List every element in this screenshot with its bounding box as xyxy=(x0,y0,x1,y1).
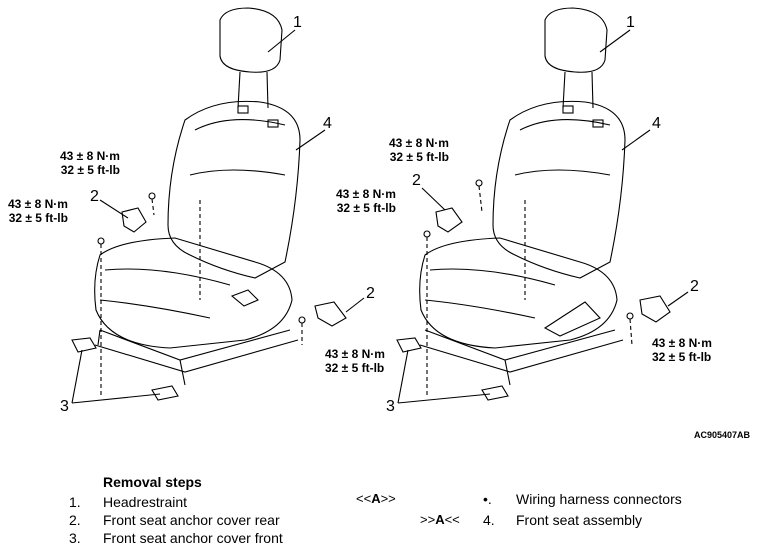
callout-2-left-a: 2 xyxy=(90,188,99,205)
step-number: •. xyxy=(483,491,492,507)
callout-3-right: 3 xyxy=(386,398,395,415)
callout-1-left: 1 xyxy=(293,14,302,31)
procedure-mark: >>A<< xyxy=(420,512,460,527)
callout-2-left-b: 2 xyxy=(366,285,375,302)
removal-steps-title: Removal steps xyxy=(103,474,202,490)
torque-spec: 43 ± 8 N·m 32 ± 5 ft-lb xyxy=(389,136,449,164)
right-anchor-cover-front-1 xyxy=(396,337,422,353)
step-label: Front seat anchor cover front xyxy=(103,530,283,546)
torque-ftlb: 32 ± 5 ft-lb xyxy=(325,361,385,375)
left-headrestraint xyxy=(219,7,283,73)
torque-nm: 43 ± 8 N·m xyxy=(652,336,712,350)
step-number: 2. xyxy=(69,512,81,528)
seat-removal-diagram xyxy=(71,7,689,404)
torque-spec: 43 ± 8 N·m 32 ± 5 ft-lb xyxy=(60,149,120,177)
right-seat xyxy=(396,7,689,404)
torque-ftlb: 32 ± 5 ft-lb xyxy=(60,163,120,177)
mark-letter: A xyxy=(371,491,381,506)
step-number: 4. xyxy=(483,512,495,528)
step-label: Wiring harness connectors xyxy=(516,491,682,507)
callout-1-right: 1 xyxy=(626,14,635,31)
torque-spec: 43 ± 8 N·m 32 ± 5 ft-lb xyxy=(336,187,396,215)
torque-spec: 43 ± 8 N·m 32 ± 5 ft-lb xyxy=(8,197,68,225)
step-label: Front seat assembly xyxy=(516,512,643,528)
figure-code: AC905407AB xyxy=(694,430,751,440)
callout-3-left: 3 xyxy=(60,398,69,415)
step-label: Headrestraint xyxy=(103,494,188,510)
torque-nm: 43 ± 8 N·m xyxy=(8,197,68,211)
right-anchor-cover-rear-2 xyxy=(639,295,671,323)
right-cushion xyxy=(419,237,618,349)
mark-suffix: >> xyxy=(380,491,396,506)
left-anchor-cover-front-1 xyxy=(71,337,97,353)
right-headrestraint xyxy=(544,7,608,73)
procedure-mark: <<A>> xyxy=(356,491,396,506)
torque-spec: 43 ± 8 N·m 32 ± 5 ft-lb xyxy=(652,336,712,364)
callout-4-left: 4 xyxy=(323,115,332,132)
left-seat xyxy=(71,7,365,404)
step-label: Front seat anchor cover rear xyxy=(103,512,280,528)
torque-ftlb: 32 ± 5 ft-lb xyxy=(389,150,449,164)
right-anchor-cover-rear-1 xyxy=(435,207,463,233)
torque-nm: 43 ± 8 N·m xyxy=(389,136,449,150)
torque-nm: 43 ± 8 N·m xyxy=(336,187,396,201)
callout-4-right: 4 xyxy=(652,115,661,132)
torque-nm: 43 ± 8 N·m xyxy=(325,347,385,361)
left-anchor-cover-rear-1 xyxy=(121,207,147,233)
right-anchor-cover-front-2 xyxy=(481,385,509,401)
mark-suffix: << xyxy=(444,512,460,527)
left-seatback xyxy=(167,100,301,279)
torque-ftlb: 32 ± 5 ft-lb xyxy=(652,350,712,364)
step-number: 1. xyxy=(69,494,81,510)
left-cushion xyxy=(94,237,293,349)
callout-2-right-b: 2 xyxy=(690,278,699,295)
mark-prefix: >> xyxy=(420,512,436,527)
callout-2-right-a: 2 xyxy=(412,172,421,189)
torque-ftlb: 32 ± 5 ft-lb xyxy=(336,201,396,215)
left-anchor-cover-front-2 xyxy=(151,385,179,401)
torque-nm: 43 ± 8 N·m xyxy=(60,149,120,163)
torque-ftlb: 32 ± 5 ft-lb xyxy=(8,211,68,225)
torque-spec: 43 ± 8 N·m 32 ± 5 ft-lb xyxy=(325,347,385,375)
step-number: 3. xyxy=(69,530,81,546)
mark-prefix: << xyxy=(356,491,372,506)
mark-letter: A xyxy=(435,512,445,527)
right-seatback xyxy=(492,100,626,279)
left-anchor-cover-rear-2 xyxy=(314,301,347,327)
